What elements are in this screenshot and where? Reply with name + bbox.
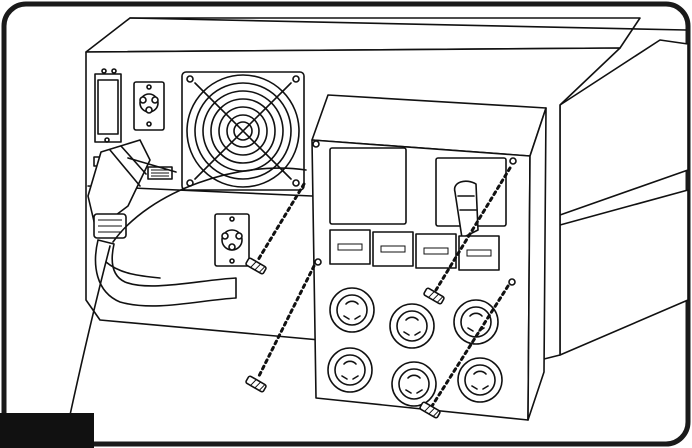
twist-lock-outlet-icon (327, 287, 503, 407)
cooling-fan-icon (181, 71, 305, 191)
output-distribution-panel (311, 94, 547, 421)
corner-tab (0, 413, 94, 448)
mounting-screw-icon (245, 166, 512, 419)
lower-receptacle (214, 213, 250, 267)
output-label-strip (329, 229, 500, 271)
input-module (94, 68, 122, 143)
upper-receptacle (133, 81, 165, 131)
breaker-switch-icon (435, 157, 507, 239)
input-power-plug-icon (69, 139, 307, 416)
